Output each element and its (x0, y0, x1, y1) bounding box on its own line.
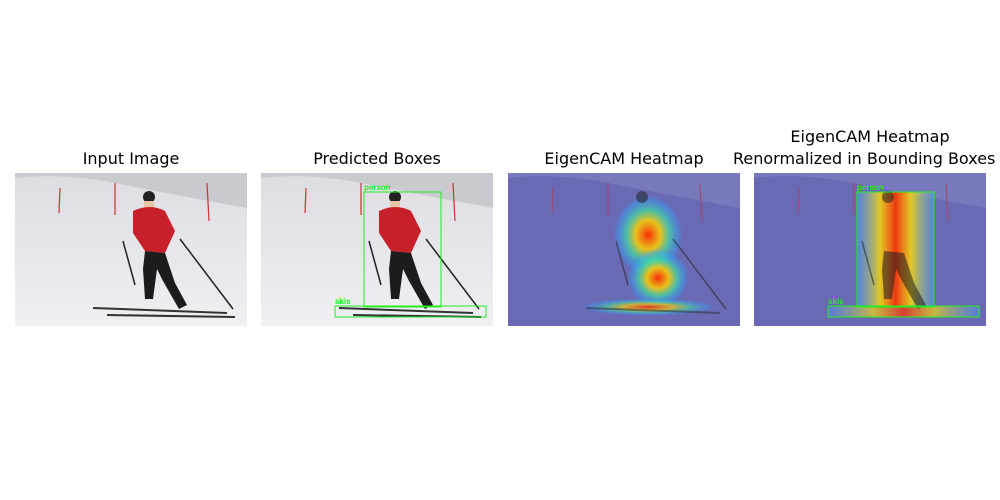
person-bounding-box (856, 191, 935, 308)
person-box-label: person (364, 183, 391, 192)
panel-4-title-line2: Renormalized in Bounding Boxes (733, 149, 996, 168)
skier-figure (92, 191, 236, 318)
input-image (15, 173, 247, 326)
skis-bounding-box (334, 305, 487, 318)
panel-3-title: EigenCAM Heatmap (544, 149, 704, 168)
panel-1-title: Input Image (82, 149, 180, 168)
skis-box-label: skis (828, 297, 844, 306)
eigencam-heatmap-image (508, 173, 740, 326)
renormalized-heatmap-image: person skis (754, 173, 986, 326)
skis-box-label: skis (335, 297, 351, 306)
predicted-boxes-image: person skis (261, 173, 493, 326)
person-box-label: person (857, 183, 884, 192)
panel-2-title: Predicted Boxes (313, 149, 441, 168)
skis-bounding-box (827, 305, 980, 318)
panel-4-title-line1: EigenCAM Heatmap (790, 127, 950, 146)
person-bounding-box (363, 191, 442, 308)
